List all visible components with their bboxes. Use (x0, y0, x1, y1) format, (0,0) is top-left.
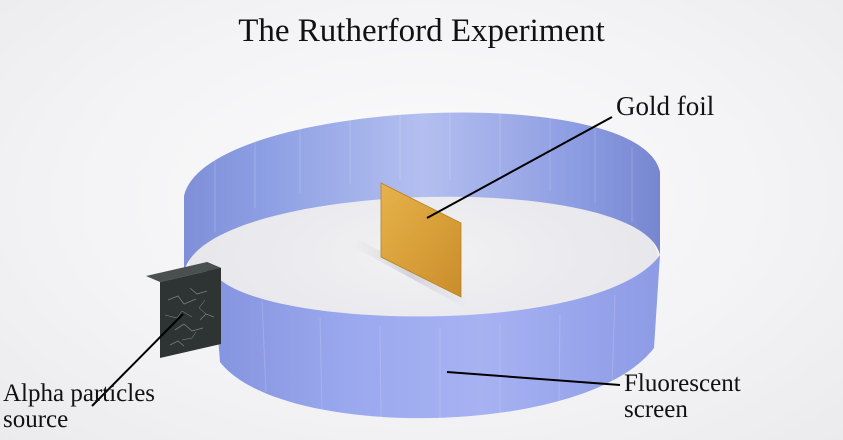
fluorescent-screen-leader-line (446, 371, 621, 386)
fluorescent-screen-label: Fluorescent screen (624, 370, 741, 424)
alpha-particles-source-label: Alpha particles source (3, 380, 156, 434)
diagram-title: The Rutherford Experiment (238, 13, 605, 49)
screen-facets (214, 103, 633, 232)
front-wall-facets (261, 294, 616, 421)
fluorescent-screen-inner-wall (184, 112, 660, 273)
leader-lines (91, 116, 621, 407)
alpha-source-leader-line (91, 313, 184, 407)
gold-foil (380, 182, 462, 298)
gold-foil-leader-line (426, 116, 613, 219)
fluorescent-screen-front-wall (213, 255, 660, 419)
alpha-particles-source-block (146, 262, 221, 358)
gold-foil-label: Gold foil (616, 91, 715, 121)
